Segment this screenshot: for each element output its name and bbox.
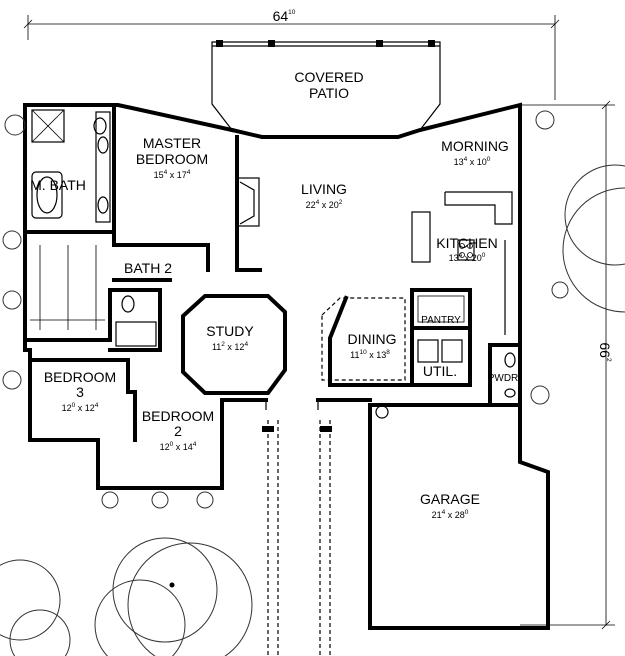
study-label: STUDY [206, 323, 254, 339]
dining-label: DINING [348, 331, 397, 347]
overall-depth-dimension [520, 100, 615, 630]
pantry-label: PANTRY [421, 315, 461, 326]
living-dims: 224 x 202 [306, 199, 343, 210]
bedroom-3-dims: 120 x 124 [62, 402, 99, 413]
bedroom-3-label-2: 3 [76, 384, 84, 400]
m-bath-label: M. BATH [30, 177, 86, 193]
bedroom-3-label: BEDROOM [44, 369, 116, 385]
master-bedroom-dims: 154 x 174 [154, 169, 191, 180]
study-dims: 112 x 124 [212, 341, 249, 352]
garage-dims: 214 x 280 [432, 509, 469, 520]
morning-dims: 134 x 100 [454, 156, 491, 167]
kitchen-label: KITCHEN [436, 235, 497, 251]
front-walkway [262, 400, 332, 656]
bath-2-label: BATH 2 [124, 260, 172, 276]
fixtures [30, 109, 516, 419]
living-label: LIVING [301, 181, 347, 197]
garage-label: GARAGE [420, 491, 480, 507]
covered-patio-label-2: PATIO [309, 85, 349, 101]
bedroom-2-label: BEDROOM [142, 408, 214, 424]
covered-patio-outline [211, 40, 441, 131]
util-label: UTIL. [423, 363, 457, 379]
master-bedroom-label-2: BEDROOM [136, 151, 208, 167]
master-bedroom-label: MASTER [143, 135, 201, 151]
morning-label: MORNING [441, 138, 509, 154]
overall-depth-label: 662 [597, 342, 613, 362]
bedroom-2-label-2: 2 [174, 423, 182, 439]
exterior-walls [23, 102, 550, 630]
overall-width-label: 6410 [273, 8, 296, 24]
interior-walls [23, 103, 522, 442]
bedroom-2-dims: 120 x 144 [160, 441, 197, 452]
landscape-trees [0, 110, 625, 656]
dining-dims: 1110 x 138 [350, 349, 390, 360]
kitchen-dims: 134 x 200 [449, 252, 486, 263]
covered-patio-label: COVERED [294, 69, 363, 85]
pwdr-label: PWDR [488, 373, 519, 384]
overall-width-dimension [23, 15, 560, 100]
